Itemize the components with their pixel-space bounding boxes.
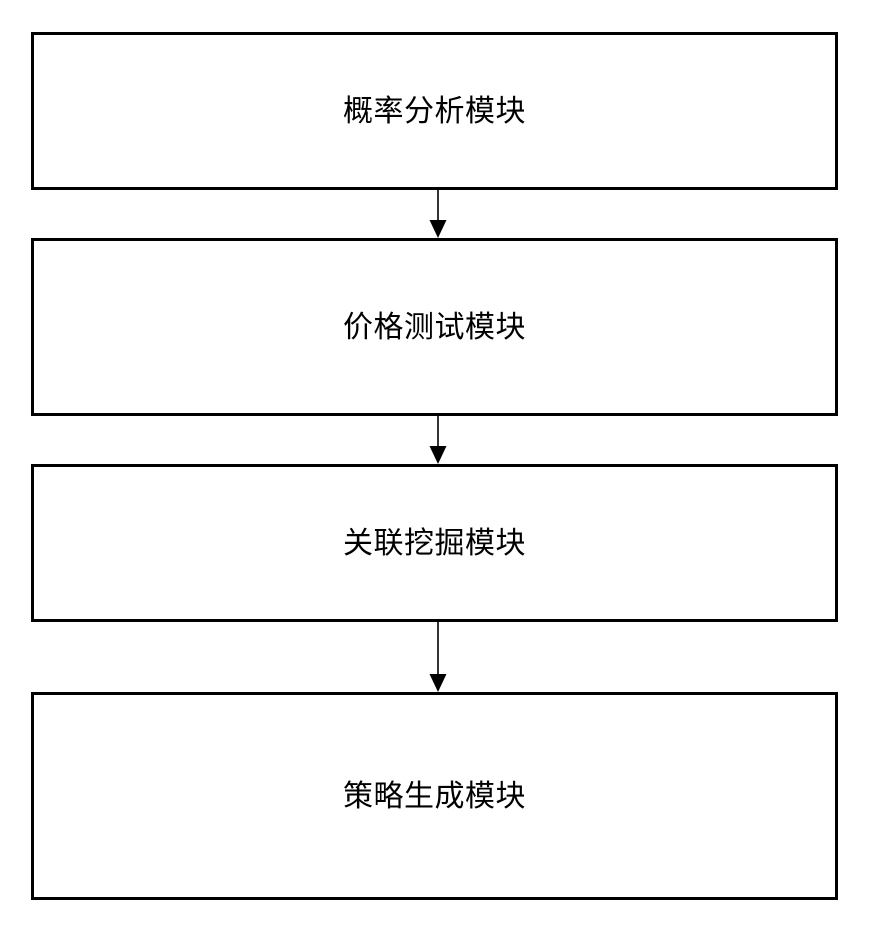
flow-node-label: 关联挖掘模块 [343,525,526,561]
edge-node-1-to-node-2 [429,190,447,238]
flow-node-strategy-generation-module[interactable]: 策略生成模块 [31,692,838,900]
flow-node-probability-analysis-module[interactable]: 概率分析模块 [31,32,838,190]
edge-node-3-to-node-4 [429,622,447,692]
flow-node-association-mining-module[interactable]: 关联挖掘模块 [31,464,838,622]
flow-node-label: 策略生成模块 [343,778,526,814]
flow-node-label: 概率分析模块 [343,93,526,129]
edge-node-2-to-node-3 [429,416,447,464]
flow-node-label: 价格测试模块 [343,309,526,345]
flow-node-price-test-module[interactable]: 价格测试模块 [31,238,838,416]
